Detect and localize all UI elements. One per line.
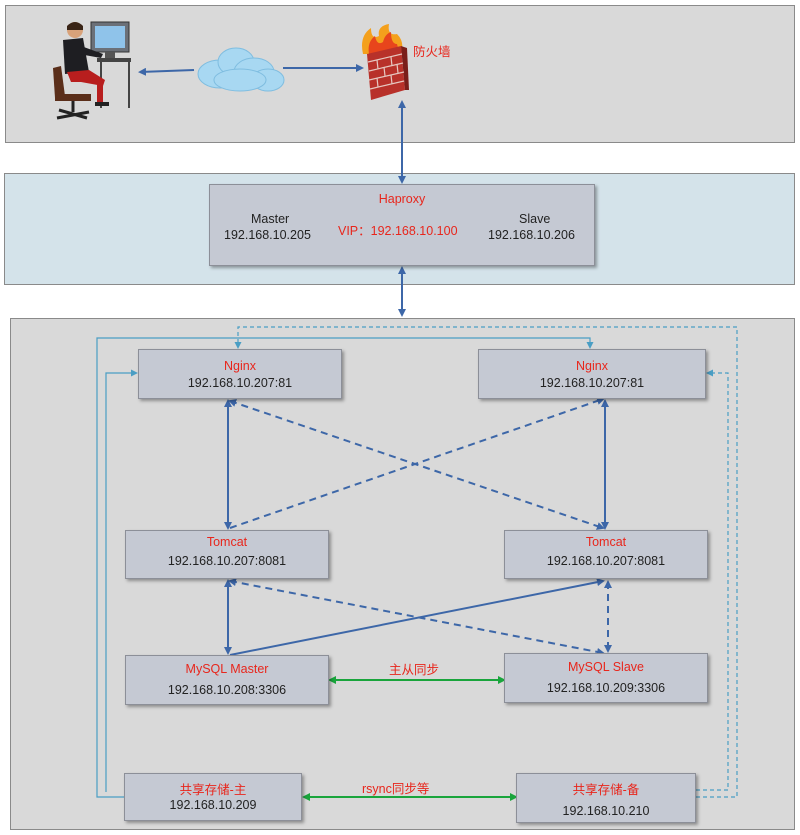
client-cloud-arrow <box>138 67 195 76</box>
storage-backup-addr: 192.168.10.210 <box>562 804 650 818</box>
storage-sync-label: rsync同步等 <box>362 782 430 796</box>
tomcat-right-title: Tomcat <box>585 535 627 549</box>
mysql-slave-box: MySQL Slave 192.168.10.209:3306 <box>504 653 708 703</box>
nginx-left-box: Nginx 192.168.10.207:81 <box>138 349 342 399</box>
nginx-left-addr: 192.168.10.207:81 <box>187 376 293 390</box>
mysql-master-title: MySQL Master <box>185 662 269 676</box>
tomcat-left-box: Tomcat 192.168.10.207:8081 <box>125 530 329 579</box>
mysql-master-addr: 192.168.10.208:3306 <box>167 683 287 697</box>
firewall-label: 防火墙 <box>413 45 451 59</box>
mysql-master-box: MySQL Master 192.168.10.208:3306 <box>125 655 329 705</box>
tomcat-right-addr: 192.168.10.207:8081 <box>546 554 666 568</box>
internet-cloud-icon <box>192 44 288 94</box>
mysql-slave-title: MySQL Slave <box>568 660 644 674</box>
haproxy-vip: VIP：192.168.10.100 <box>338 224 458 238</box>
storage-main-addr: 192.168.10.209 <box>169 798 257 812</box>
storage-backup-box: 共享存储-备 192.168.10.210 <box>516 773 696 823</box>
nginx-right-box: Nginx 192.168.10.207:81 <box>478 349 706 399</box>
storage-backup-title: 共享存储-备 <box>572 783 640 797</box>
haproxy-master-ip: 192.168.10.205 <box>224 228 311 242</box>
storage-main-box: 共享存储-主 192.168.10.209 <box>124 773 302 821</box>
haproxy-box: Haproxy Master 192.168.10.205 VIP：192.16… <box>209 184 595 266</box>
haproxy-title: Haproxy <box>378 192 426 206</box>
nginx-right-addr: 192.168.10.207:81 <box>539 376 645 390</box>
storage-backup-to-nginx-right <box>696 369 729 791</box>
tomcat-left-title: Tomcat <box>206 535 248 549</box>
tomcat-left-mysql-slave-dashed <box>228 578 605 656</box>
tomcat-left-nginx-right-dashed <box>229 397 605 529</box>
mysql-master-tomcat-right <box>229 578 605 656</box>
nginx-left-title: Nginx <box>224 359 256 373</box>
haproxy-master-label: Master <box>251 212 290 226</box>
storage-backup-dashed-loop <box>234 326 738 798</box>
firewall-icon <box>357 24 409 102</box>
mysql-sync-label: 主从同步 <box>389 663 440 677</box>
storage-main-to-nginx-left <box>105 369 138 792</box>
mysql-slave-addr: 192.168.10.209:3306 <box>546 681 666 695</box>
storage-main-title: 共享存储-主 <box>179 783 247 797</box>
haproxy-slave-ip: 192.168.10.206 <box>488 228 575 242</box>
haproxy-slave-label: Slave <box>519 212 551 226</box>
nginx-right-title: Nginx <box>576 359 608 373</box>
tomcat-right-box: Tomcat 192.168.10.207:8081 <box>504 530 708 579</box>
user-computer-icon <box>45 16 135 126</box>
tomcat-left-addr: 192.168.10.207:8081 <box>167 554 287 568</box>
storage-main-solid-loop <box>96 337 594 798</box>
